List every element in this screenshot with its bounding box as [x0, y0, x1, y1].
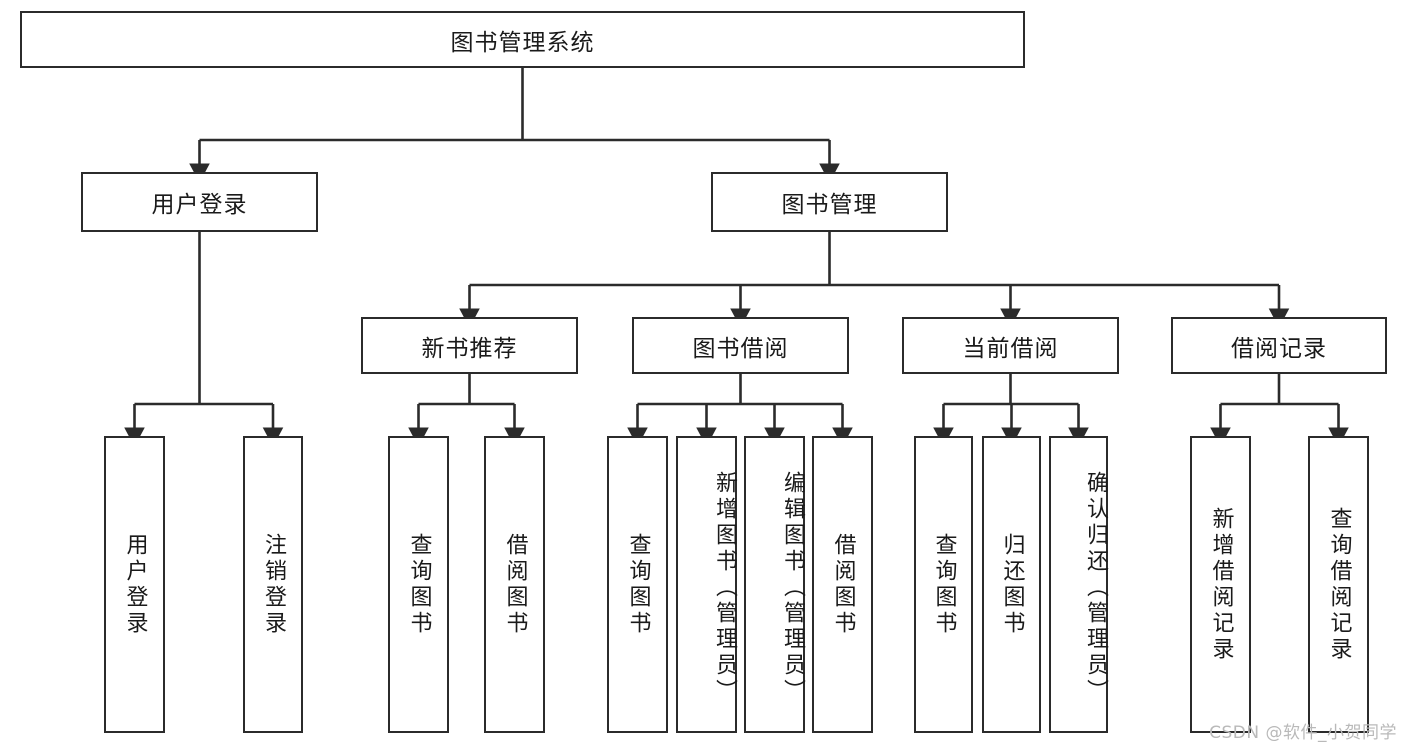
node-leaf-confirm-return-admin[interactable]: 确认归还（管理员） — [1049, 436, 1108, 733]
connector-group — [124, 68, 1349, 447]
connector-trunk-user-login — [134, 232, 273, 406]
node-book-borrow[interactable]: 图书借阅 — [632, 317, 849, 374]
node-leaf-rec-borrow-book[interactable]: 借阅图书 — [484, 436, 545, 733]
node-label: 用户登录 — [122, 532, 148, 637]
node-root[interactable]: 图书管理系统 — [20, 11, 1025, 68]
node-label: 编辑图书（管理员） — [780, 470, 805, 705]
node-label: 用户登录 — [151, 192, 248, 218]
connector-trunk-book-manage — [469, 232, 1279, 287]
node-label: 查询图书 — [406, 532, 432, 637]
node-label: 图书管理系统 — [450, 29, 595, 56]
node-label: 确认归还（管理员） — [1083, 470, 1108, 705]
watermark-label: CSDN @软件_小贺同学 — [1209, 723, 1397, 743]
connector-trunk-root — [199, 68, 830, 142]
node-leaf-user-login[interactable]: 用户登录 — [104, 436, 165, 733]
node-leaf-borrow-book[interactable]: 借阅图书 — [812, 436, 873, 733]
node-leaf-return-book[interactable]: 归还图书 — [982, 436, 1041, 733]
node-borrow-record[interactable]: 借阅记录 — [1171, 317, 1387, 374]
node-label: 当前借阅 — [962, 335, 1059, 362]
node-leaf-cur-query-book[interactable]: 查询图书 — [914, 436, 973, 733]
node-label: 借阅图书 — [502, 532, 528, 637]
connector-trunk-book-borrow — [637, 374, 843, 406]
node-label: 查询图书 — [625, 532, 651, 637]
node-leaf-query-borrow-record[interactable]: 查询借阅记录 — [1308, 436, 1369, 733]
node-leaf-add-book-admin[interactable]: 新增图书（管理员） — [676, 436, 737, 733]
node-label: 新增借阅记录 — [1208, 506, 1234, 663]
node-leaf-rec-query-book[interactable]: 查询图书 — [388, 436, 449, 733]
node-label: 借阅图书 — [830, 532, 856, 637]
node-new-book-rec[interactable]: 新书推荐 — [361, 317, 578, 374]
node-label: 查询借阅记录 — [1326, 506, 1352, 663]
connector-trunk-new-book-rec — [418, 374, 515, 406]
node-current-borrow[interactable]: 当前借阅 — [902, 317, 1119, 374]
node-label: 新书推荐 — [421, 335, 518, 362]
node-label: 归还图书 — [999, 532, 1025, 637]
node-leaf-borrow-query-book[interactable]: 查询图书 — [607, 436, 668, 733]
connector-trunk-current-borrow — [943, 374, 1079, 406]
node-leaf-user-logout[interactable]: 注销登录 — [243, 436, 303, 733]
node-label: 图书借阅 — [692, 335, 789, 362]
node-leaf-add-borrow-record[interactable]: 新增借阅记录 — [1190, 436, 1251, 733]
node-label: 查询图书 — [931, 532, 957, 637]
node-user-login[interactable]: 用户登录 — [81, 172, 318, 232]
node-book-manage[interactable]: 图书管理 — [711, 172, 948, 232]
node-label: 借阅记录 — [1231, 335, 1327, 362]
node-leaf-edit-book-admin[interactable]: 编辑图书（管理员） — [744, 436, 805, 733]
node-label: 图书管理 — [781, 192, 878, 218]
node-label: 注销登录 — [261, 532, 286, 637]
node-label: 新增图书（管理员） — [712, 470, 737, 705]
connector-trunk-borrow-record — [1220, 374, 1339, 406]
